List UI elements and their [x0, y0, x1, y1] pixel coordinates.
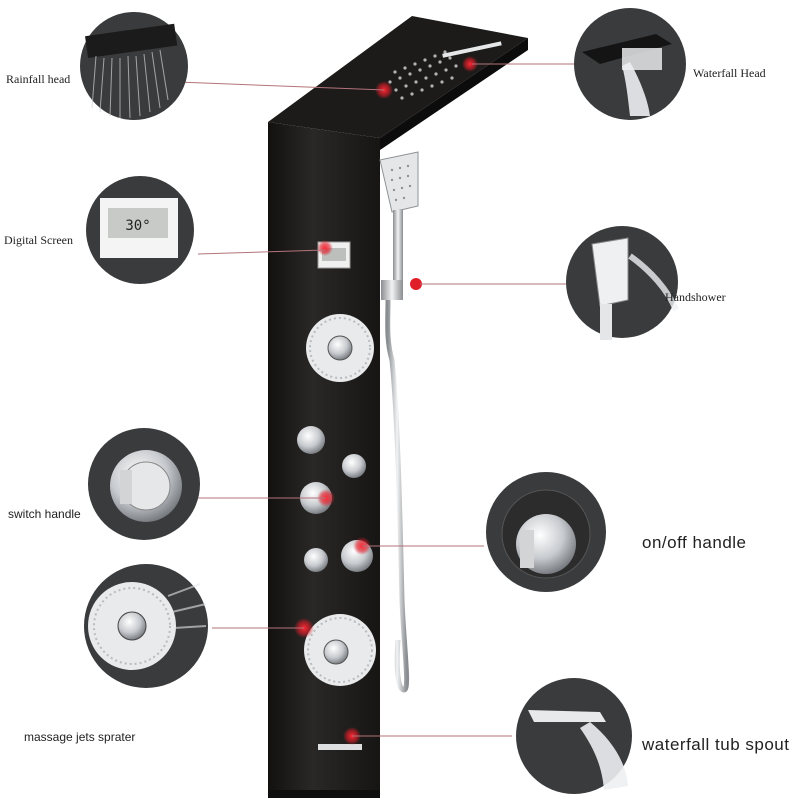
- hand-shower: [379, 151, 422, 693]
- label-handshower: Handshower: [665, 290, 726, 304]
- waterfall-marker-dot: [462, 56, 478, 72]
- label-on-off-handle: on/off handle: [642, 533, 747, 552]
- digital-screen-detail: 30°: [86, 176, 194, 284]
- massage-jets-detail: [84, 564, 208, 688]
- small-jet-1: [342, 454, 366, 478]
- rainfall-nozzles: [388, 50, 458, 100]
- callout-lines: [177, 63, 574, 737]
- switch-handle-detail: [88, 428, 200, 540]
- waterfall-head-detail: [574, 8, 686, 120]
- label-rainfall-head: Rainfall head: [6, 72, 71, 86]
- rainfall-head-detail: [80, 12, 188, 120]
- tub-spout: [318, 744, 362, 750]
- knob-1: [297, 426, 325, 454]
- tub-spout-detail: [516, 678, 632, 794]
- small-jet-2: [304, 548, 328, 572]
- label-massage-jets: massage jets sprater: [24, 730, 136, 744]
- label-waterfall-tub-spout: waterfall tub spout: [642, 735, 790, 754]
- handshower-detail: [566, 226, 679, 340]
- screen-reading: 30°: [125, 218, 150, 234]
- label-waterfall-head: Waterfall Head: [693, 66, 766, 80]
- on-off-handle-detail: [486, 472, 606, 592]
- shower-panel: [268, 16, 528, 798]
- label-switch-handle: switch handle: [8, 507, 81, 521]
- label-digital-screen: Digital Screen: [4, 233, 73, 247]
